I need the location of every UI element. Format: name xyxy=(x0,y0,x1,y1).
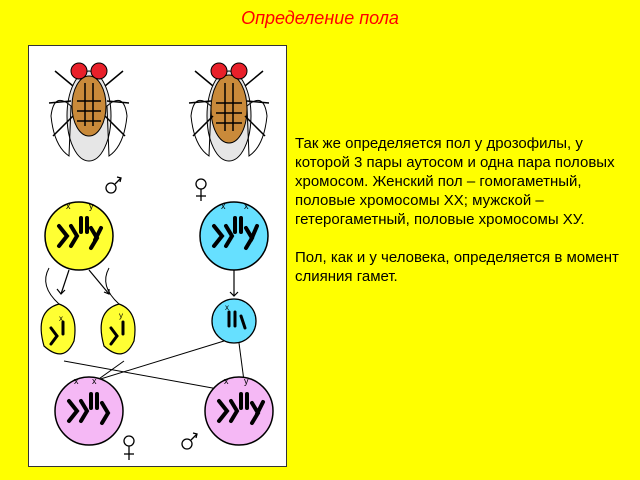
male-fly-image xyxy=(48,62,130,162)
svg-text:x: x xyxy=(244,201,249,211)
label-y: y xyxy=(89,201,94,211)
egg-x-gamete: x xyxy=(211,298,257,344)
paragraph-2: Пол, как и у человека, определяется в мо… xyxy=(295,249,619,285)
label-x: x xyxy=(66,201,71,211)
svg-text:x: x xyxy=(225,303,229,312)
slide-title: Определение пола xyxy=(241,8,399,28)
svg-text:x: x xyxy=(92,376,97,386)
male-symbol-bottom-icon xyxy=(181,432,198,450)
svg-text:y: y xyxy=(244,376,249,386)
sperm-x-gamete: x xyxy=(40,267,76,355)
body-text: Так же определяется пол у дрозофилы, у к… xyxy=(295,134,625,305)
svg-text:x: x xyxy=(59,314,63,323)
zygote-male-xy: x y xyxy=(204,376,274,446)
sperm-y-gamete: y xyxy=(100,267,136,355)
drosophila-sex-determination-figure: x y x x x xyxy=(28,45,287,467)
svg-text:x: x xyxy=(224,376,229,386)
female-symbol-bottom-icon xyxy=(123,435,135,460)
svg-text:y: y xyxy=(119,311,123,320)
female-parent-cell: x x xyxy=(199,201,269,271)
zygote-female-xx: x x xyxy=(54,376,124,446)
svg-text:x: x xyxy=(74,376,79,386)
male-parent-cell: x y xyxy=(44,201,114,271)
female-fly-image xyxy=(188,62,270,162)
female-symbol-icon xyxy=(195,178,207,201)
svg-text:x: x xyxy=(221,201,226,211)
paragraph-1: Так же определяется пол у дрозофилы, у к… xyxy=(295,135,615,228)
male-symbol-icon xyxy=(105,176,122,194)
